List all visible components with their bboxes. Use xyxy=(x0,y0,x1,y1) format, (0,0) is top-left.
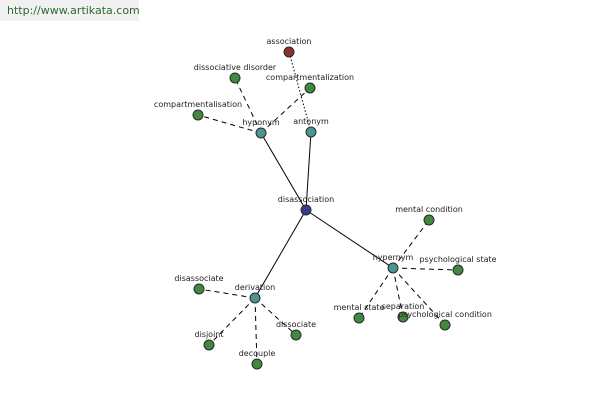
node-label-mental-condition[interactable]: mental condition xyxy=(395,205,463,214)
node-disjoint[interactable]: disjoint xyxy=(194,330,224,351)
node-mental-condition[interactable]: mental condition xyxy=(395,205,463,226)
node-marker-hyponym[interactable] xyxy=(255,127,267,139)
node-compartmentalisation[interactable]: compartmentalisation xyxy=(154,100,242,121)
node-marker-compartmentalization[interactable] xyxy=(304,82,316,94)
node-disassociate[interactable]: disassociate xyxy=(174,274,224,295)
node-marker-dissociative-disorder[interactable] xyxy=(229,72,241,84)
edge-derivation-to-disjoint xyxy=(208,297,256,346)
edge-disassociation-to-hyponym xyxy=(260,132,307,211)
node-label-compartmentalization[interactable]: compartmentalization xyxy=(266,73,354,82)
edge-disassociation-to-hypernym xyxy=(305,209,394,269)
node-label-derivation[interactable]: derivation xyxy=(235,283,275,292)
node-marker-mental-state[interactable] xyxy=(353,312,365,324)
node-separation[interactable]: separation xyxy=(382,302,425,323)
edge-hypernym-to-psychological-condition xyxy=(392,267,446,326)
edge-hyponym-to-compartmentalisation xyxy=(197,114,262,134)
node-hyponym[interactable]: hyponym xyxy=(242,118,280,139)
node-marker-compartmentalisation[interactable] xyxy=(192,109,204,121)
node-dissociate[interactable]: dissociate xyxy=(276,320,316,341)
node-label-disassociate[interactable]: disassociate xyxy=(174,274,223,283)
site-url-watermark[interactable]: http://www.artikata.com xyxy=(0,0,140,21)
nodes-layer: disassociation hyponym antonym hypernym deri… xyxy=(154,37,497,370)
node-disassociation[interactable]: disassociation xyxy=(278,195,334,216)
node-label-decouple[interactable]: decouple xyxy=(239,349,276,358)
edge-hyponym-to-dissociative-disorder xyxy=(234,77,262,134)
node-marker-hypernym[interactable] xyxy=(387,262,399,274)
node-label-psychological-condition[interactable]: psychological condition xyxy=(398,310,492,319)
edge-hypernym-to-mental-condition xyxy=(392,219,430,269)
node-compartmentalization[interactable]: compartmentalization xyxy=(266,73,354,94)
node-hypernym[interactable]: hypernym xyxy=(373,253,414,274)
node-label-dissociate[interactable]: dissociate xyxy=(276,320,316,329)
node-label-mental-state[interactable]: mental state xyxy=(334,303,385,312)
node-antonym[interactable]: antonym xyxy=(293,117,329,138)
node-marker-decouple[interactable] xyxy=(251,358,263,370)
edge-derivation-to-dissociate xyxy=(254,297,297,336)
node-label-disjoint[interactable]: disjoint xyxy=(194,330,223,339)
node-marker-disjoint[interactable] xyxy=(203,339,215,351)
node-mental-state[interactable]: mental state xyxy=(334,303,385,324)
edge-derivation-to-decouple xyxy=(254,297,258,365)
edge-hypernym-to-mental-state xyxy=(358,267,394,319)
edge-disassociation-to-derivation xyxy=(254,209,307,299)
node-label-compartmentalisation[interactable]: compartmentalisation xyxy=(154,100,242,109)
edge-hyponym-to-compartmentalization xyxy=(260,87,311,134)
node-dissociative-disorder[interactable]: dissociative disorder xyxy=(194,63,277,84)
node-marker-psychological-state[interactable] xyxy=(452,264,464,276)
node-label-psychological-state[interactable]: psychological state xyxy=(419,255,496,264)
node-marker-dissociate[interactable] xyxy=(290,329,302,341)
node-label-dissociative-disorder[interactable]: dissociative disorder xyxy=(194,63,277,72)
edges-layer xyxy=(197,51,459,365)
node-marker-mental-condition[interactable] xyxy=(423,214,435,226)
edge-disassociation-to-antonym xyxy=(305,131,312,211)
node-association[interactable]: association xyxy=(267,37,312,58)
node-derivation[interactable]: derivation xyxy=(235,283,275,304)
node-marker-association[interactable] xyxy=(283,46,295,58)
node-psychological-condition[interactable]: psychological condition xyxy=(398,310,492,331)
node-label-hypernym[interactable]: hypernym xyxy=(373,253,414,262)
node-marker-psychological-condition[interactable] xyxy=(439,319,451,331)
edge-hypernym-to-psychological-state xyxy=(392,267,459,271)
node-marker-disassociation[interactable] xyxy=(300,204,312,216)
edge-derivation-to-disassociate xyxy=(198,288,256,299)
node-marker-separation[interactable] xyxy=(397,311,409,323)
node-marker-derivation[interactable] xyxy=(249,292,261,304)
node-decouple[interactable]: decouple xyxy=(239,349,276,370)
node-label-antonym[interactable]: antonym xyxy=(293,117,329,126)
node-psychological-state[interactable]: psychological state xyxy=(419,255,497,276)
node-marker-disassociate[interactable] xyxy=(193,283,205,295)
node-label-association[interactable]: association xyxy=(267,37,312,46)
node-label-disassociation[interactable]: disassociation xyxy=(278,195,334,204)
node-label-hyponym[interactable]: hyponym xyxy=(242,118,280,127)
node-marker-antonym[interactable] xyxy=(305,126,317,138)
node-label-separation[interactable]: separation xyxy=(382,302,425,311)
